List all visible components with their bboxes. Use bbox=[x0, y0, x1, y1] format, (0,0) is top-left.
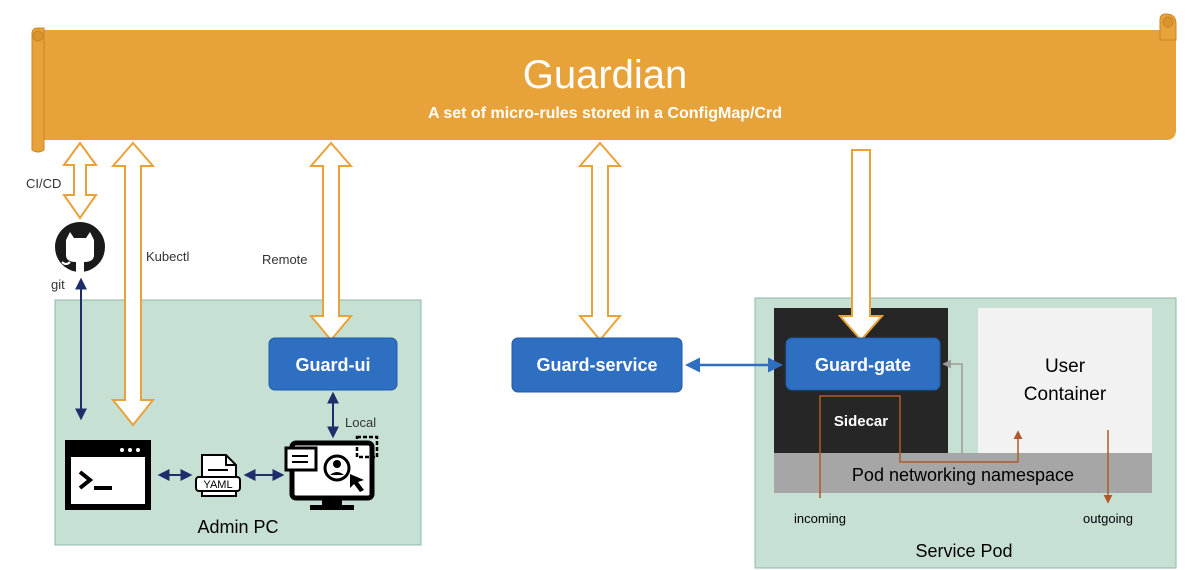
yaml-label: YAML bbox=[203, 479, 232, 491]
monitor-user-icon bbox=[284, 435, 379, 510]
banner-subtitle: A set of micro-rules stored in a ConfigM… bbox=[428, 105, 782, 122]
user-container-label-line1: User bbox=[1045, 356, 1086, 377]
outgoing-label: outgoing bbox=[1083, 511, 1133, 526]
cicd-label: CI/CD bbox=[26, 176, 61, 191]
admin-pc-title: Admin PC bbox=[197, 517, 278, 537]
pod-network-bar bbox=[774, 453, 1152, 493]
remote-label: Remote bbox=[262, 252, 308, 267]
service-pod-title: Service Pod bbox=[915, 541, 1012, 561]
user-container-label-line2: Container bbox=[1024, 384, 1107, 405]
guard-ui-button[interactable] bbox=[268, 337, 398, 391]
banner-title: Guardian bbox=[523, 53, 688, 97]
guard-service-double-arrow bbox=[577, 141, 623, 342]
guard-service-label: Guard-service bbox=[536, 355, 657, 375]
terminal-icon bbox=[65, 440, 151, 510]
guard-ui-label: Guard-ui bbox=[296, 355, 371, 375]
incoming-traffic-path bbox=[819, 395, 1023, 498]
cicd-double-arrow bbox=[62, 141, 98, 220]
yaml-file-icon: YAML bbox=[195, 454, 241, 497]
incoming-label: incoming bbox=[794, 511, 846, 526]
guard-service-button[interactable] bbox=[511, 337, 683, 393]
gate-return-path bbox=[942, 359, 963, 453]
guard-gate-arrow bbox=[837, 149, 885, 342]
kubectl-double-arrow bbox=[110, 141, 156, 427]
github-icon bbox=[55, 222, 105, 272]
sidecar-label: Sidecar bbox=[834, 413, 888, 430]
git-label: git bbox=[51, 277, 65, 292]
guard-gate-label: Guard-gate bbox=[815, 355, 911, 375]
user-container bbox=[978, 308, 1152, 453]
local-label: Local bbox=[345, 415, 376, 430]
guard-gate-button[interactable] bbox=[785, 337, 941, 391]
pod-network-label: Pod networking namespace bbox=[852, 465, 1074, 485]
kubectl-label: Kubectl bbox=[146, 249, 189, 264]
guardian-banner: Guardian A set of micro-rules stored in … bbox=[31, 13, 1177, 153]
